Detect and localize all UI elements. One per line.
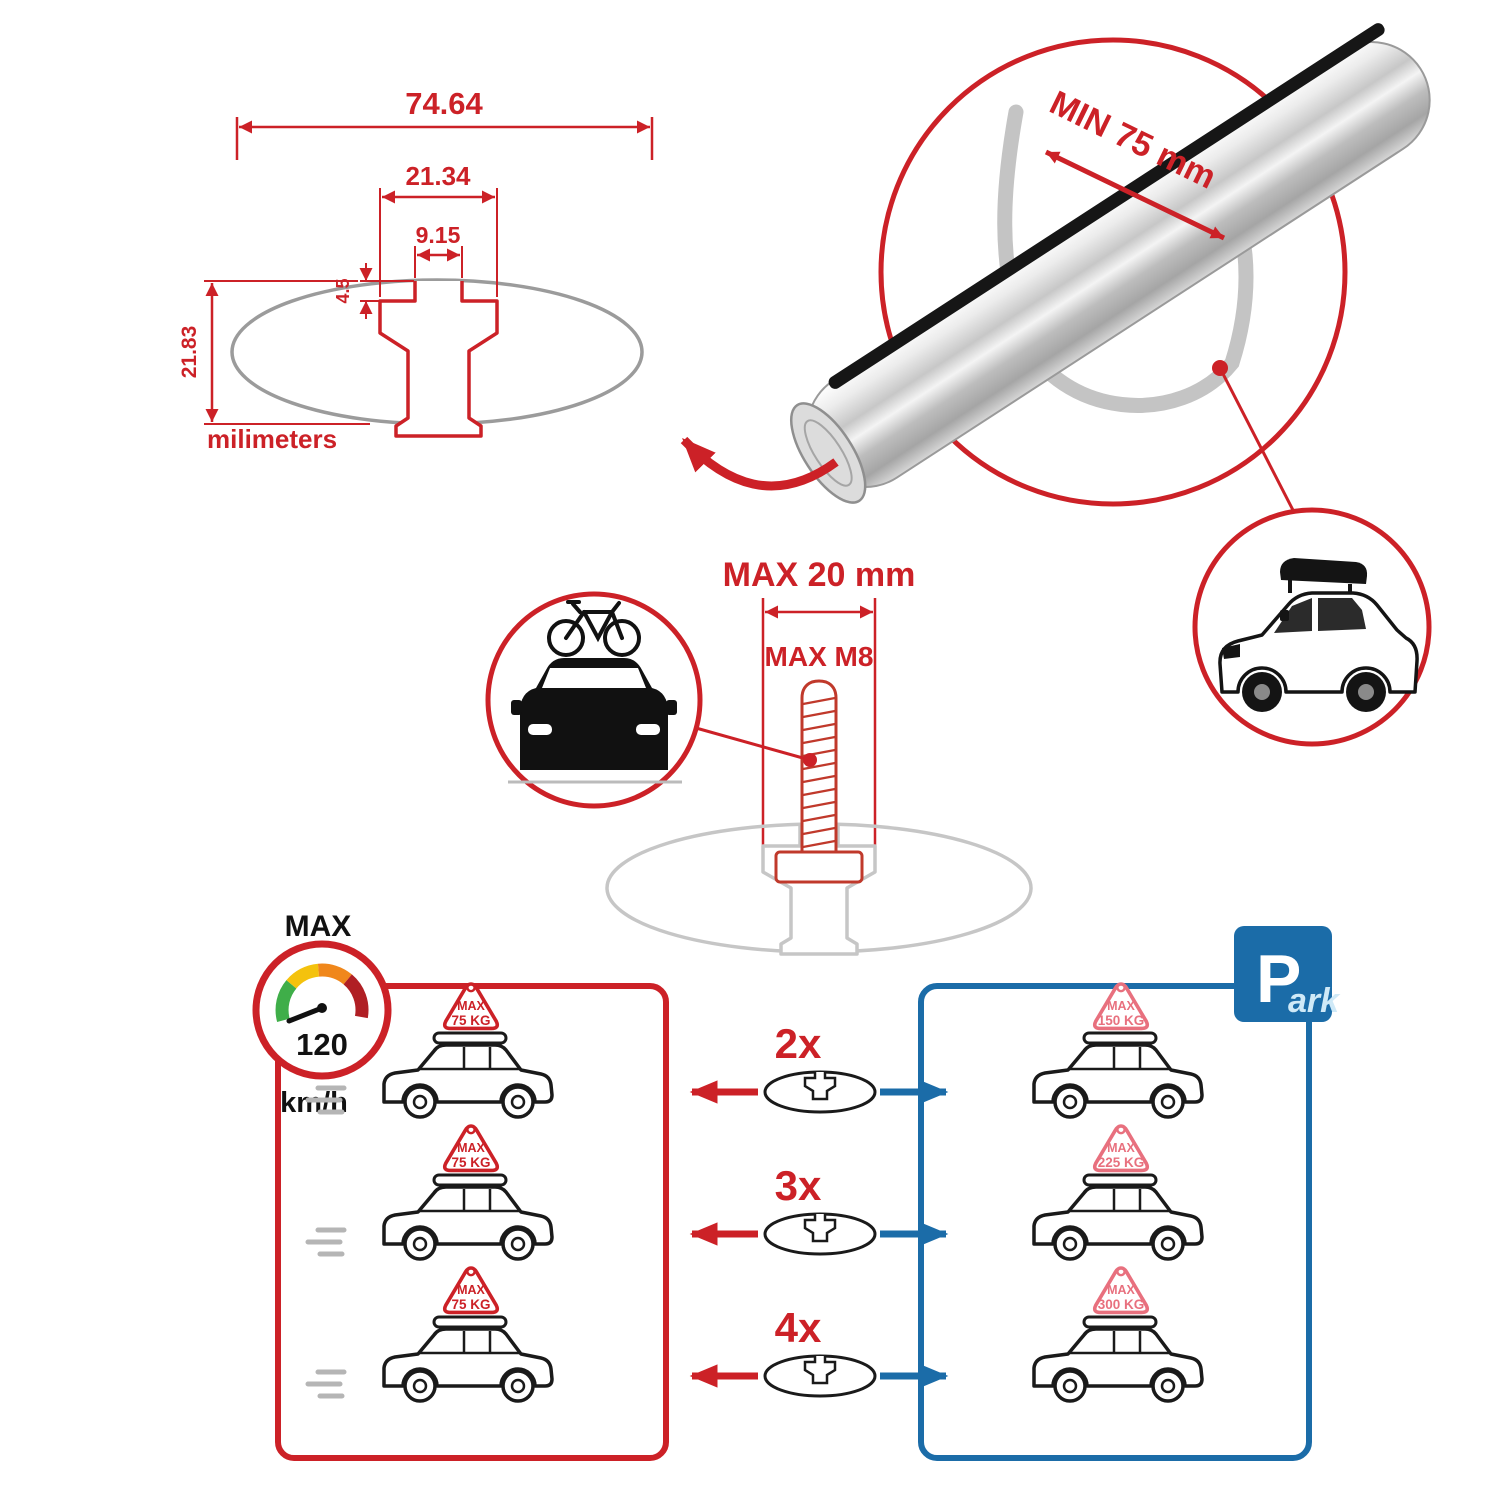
gauge-pivot [317,1003,327,1013]
crossbar-section-icon [763,1070,877,1114]
bolt-head [774,850,864,884]
car-front-icon [511,658,677,770]
bar-count-label: 2x [775,1020,822,1067]
suv-mirror [1280,610,1289,621]
parking-sign-ark: ark [1288,982,1341,1020]
sign-max-label: MAX [1107,999,1135,1013]
bar-count-label: 4x [775,1304,822,1351]
suv-headlight [1222,644,1240,659]
dim-height-label: 21.83 [178,326,201,379]
sign-load-value: 75 KG [451,1297,490,1312]
dim-channel-label: 21.34 [405,161,471,191]
bolt-threads [802,696,836,849]
dim-width-label: 74.64 [405,86,483,121]
driving-car-row-2: MAX 75 KG [308,1124,554,1261]
dim-opening-label: 9.15 [416,222,461,248]
cross-section-drawing: 74.64 21.34 9.15 4.5 21.83 milimeters [178,86,654,454]
sign-load-value: 75 KG [451,1013,490,1028]
sign-max-label: MAX [457,999,485,1013]
suv-side-window [1318,598,1366,631]
crossbar-section-icon [763,1354,877,1398]
sign-load-value: 75 KG [451,1155,490,1170]
suv-roof-box [1280,558,1368,584]
max-thread-label: MAX M8 [765,641,874,672]
wheel-hub [1358,684,1374,700]
speed-value: 120 [296,1027,348,1062]
channel-profile-outline [378,281,499,438]
driving-car-row-1: MAX 75 KG [308,982,554,1119]
parked-car-row-2: MAX 225 KG [1032,1124,1204,1261]
bar-count-row-3: 4x [689,1304,949,1398]
gauge-red [343,974,369,1019]
bar-count-row-1: 2x [689,1020,949,1114]
sign-max-label: MAX [1107,1283,1135,1297]
units-label: milimeters [207,424,337,454]
wheel-hub [1254,684,1270,700]
gauge-orange [317,963,352,985]
sign-load-value: 225 KG [1098,1155,1145,1170]
sign-max-label: MAX [457,1283,485,1297]
suv-windshield [1274,598,1312,633]
max-width-label: MAX 20 mm [723,556,916,594]
leader-from-car-circle [695,726,811,762]
car-front-circle [485,591,703,809]
speed-max-label: MAX [285,910,352,943]
suv-roofbox-circle [1192,507,1432,747]
gauge-green [275,980,297,1022]
roof-rail-hoop [997,104,1254,413]
arrow-to-drawing [680,436,839,491]
sign-load-value: 150 KG [1098,1013,1145,1028]
parked-car-row-3: MAX 300 KG [1032,1266,1204,1403]
bar-count-row-2: 3x [689,1162,949,1256]
driving-car-row-3: MAX 75 KG [308,1266,554,1403]
parking-sign-p: P [1256,941,1301,1017]
bar-closeup-circle: MIN 75 mm [680,23,1431,517]
bolt-diagram: MAX 20 mm MAX M8 [605,556,1033,956]
sign-max-label: MAX [457,1141,485,1155]
suv-body [1218,591,1419,694]
gauge-needle [286,1005,325,1024]
parked-car-row-1: MAX 150 KG [1032,982,1204,1119]
sign-load-value: 300 KG [1098,1297,1145,1312]
leader-to-suv-circle [1218,367,1298,517]
parking-sign: P ark [1234,926,1341,1022]
crossbar-section-icon [763,1212,877,1256]
min-span-arrow [1044,149,1226,241]
bar-count-label: 3x [775,1162,822,1209]
bicycle-icon [547,600,641,657]
dim-lip-label: 4.5 [333,278,353,303]
sign-max-label: MAX [1107,1141,1135,1155]
t-bolt [774,679,864,884]
bolt-marker-dot [803,753,817,767]
gauge-yellow [286,963,320,989]
